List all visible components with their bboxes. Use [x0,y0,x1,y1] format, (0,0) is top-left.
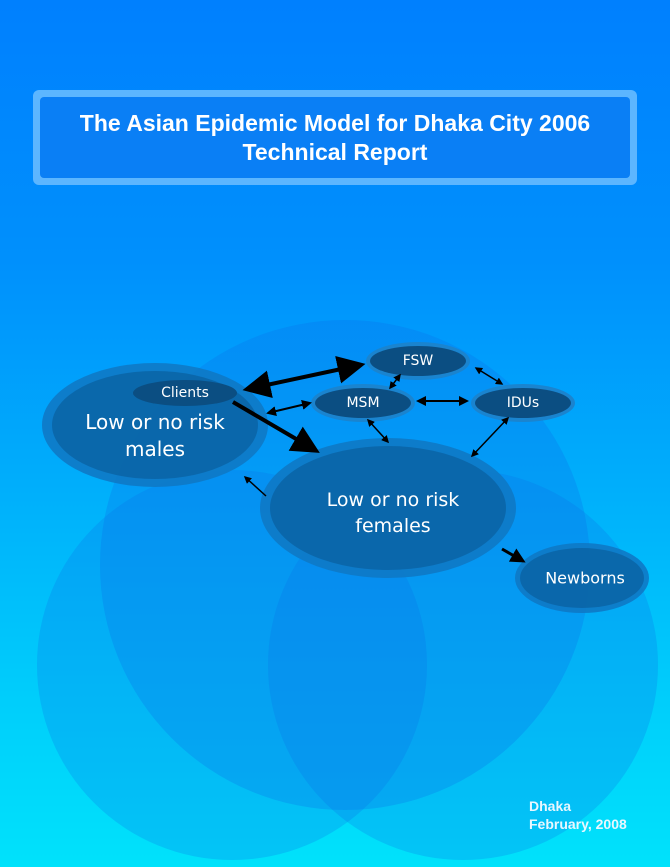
females-males-arrow [243,475,267,497]
node-females-line1: Low or no risk [326,489,460,511]
node-idus: IDUs [506,395,540,411]
footer-city: Dhaka [529,798,572,814]
idus-females-arrow [470,416,510,458]
node-males-line2: males [124,437,186,461]
fsw-idus-arrow [474,367,504,385]
title-box: The Asian Epidemic Model for Dhaka City … [40,97,630,178]
msm-females-arrow [366,418,390,444]
footer: Dhaka February, 2008 [529,797,627,833]
node-males-line1: Low or no risk [85,410,225,434]
males-msm-arrow [266,399,312,417]
title-frame: The Asian Epidemic Model for Dhaka City … [33,90,637,185]
node-females-line2: females [355,515,431,537]
clients-females-arrow [231,400,320,453]
node-newborns: Newborns [545,568,625,588]
title-line-1: The Asian Epidemic Model for Dhaka City … [79,109,591,136]
node-clients: Clients [161,385,209,401]
females-newborns-arrow [501,547,526,563]
title-line-2: Technical Report [242,138,428,165]
node-fsw: FSW [402,353,434,369]
node-msm: MSM [346,395,380,411]
footer-date: February, 2008 [529,816,627,832]
clients-fsw-arrow [242,356,366,398]
fsw-msm-arrow [389,373,401,390]
